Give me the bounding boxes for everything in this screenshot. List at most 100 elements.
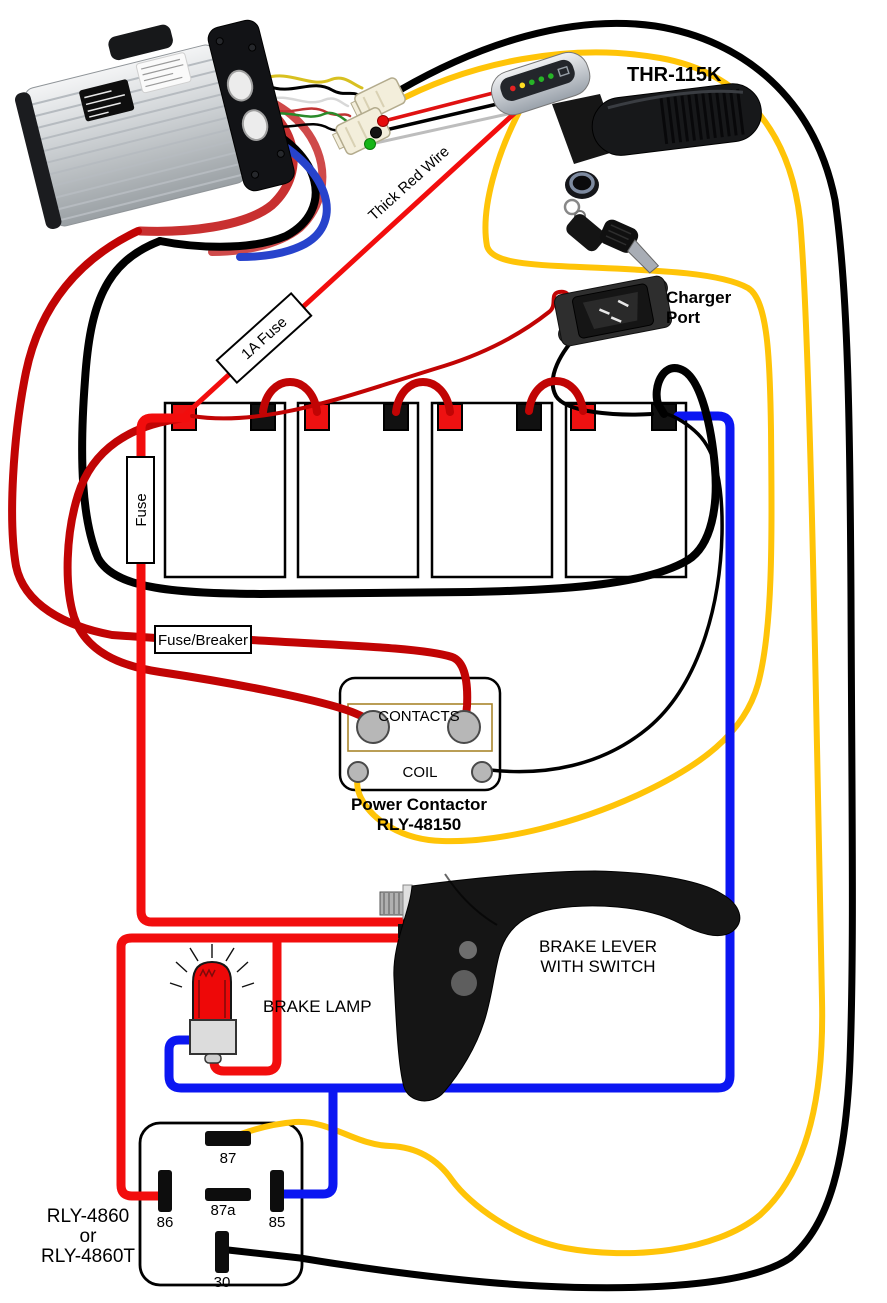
relay-pins: [158, 1131, 284, 1273]
battery-3: [430, 401, 554, 579]
wire-darkred-controller-to-contactor: [8, 227, 472, 720]
pin-dot-green: [364, 138, 376, 150]
controller-wire-blue: [236, 128, 331, 261]
wire-yellow-coil: [354, 107, 775, 845]
brake-lever-label-line1: BRAKE LEVER: [539, 937, 657, 956]
wire-red-battery-to-lever: [136, 413, 413, 927]
key-fob: [566, 214, 606, 252]
battery-jumpers: [259, 377, 587, 416]
throttle-model-label: THR-115K: [627, 64, 722, 86]
relay-pin-87-label: 87: [220, 1150, 237, 1167]
controller-grommet-2: [241, 109, 269, 141]
coil-terminal-right: [471, 761, 493, 783]
pin-dot-black: [370, 126, 382, 139]
relay-pin-85-label: 85: [269, 1214, 286, 1231]
throttle-grip: [591, 83, 762, 156]
led-panel: [500, 59, 575, 101]
wire-red-lamp-branch: [209, 933, 282, 1076]
relay-pin-87a-bar: [205, 1188, 251, 1201]
wire-darkred-charger: [190, 289, 577, 421]
lever-pivot-large: [451, 970, 477, 996]
contactor-name-line1: Power Contactor: [351, 795, 487, 814]
barrel-ribs: [383, 893, 400, 914]
lever-body: [393, 870, 741, 1102]
relay-pin-86-bar: [158, 1170, 172, 1212]
connector-pin-dots: [364, 115, 389, 150]
controller-black-sticker: [79, 79, 135, 122]
relay-pin-87a-label: 87a: [210, 1202, 236, 1219]
contactor-name-line2: RLY-48150: [377, 815, 461, 834]
wire-blue-main: [164, 411, 735, 1093]
controller-screws: [215, 37, 285, 179]
lever-crease: [444, 873, 498, 926]
motor-controller: [15, 19, 295, 230]
throttle-lead-black: [375, 100, 508, 134]
key: [599, 219, 660, 274]
wire-darkred-battery-to-contactor: [63, 414, 375, 726]
relay-pin-86-label: 86: [157, 1214, 174, 1231]
controller-end-plate: [207, 19, 295, 192]
brake-lever-label-line2: WITH SWITCH: [540, 957, 655, 976]
battery-1: [163, 401, 287, 579]
battery-bank: [163, 401, 688, 579]
controller-white-sticker: [135, 52, 192, 94]
ignition-ring: [569, 172, 595, 194]
relay-pin-30-bar: [215, 1231, 229, 1273]
relay-pin-30-label: 30: [214, 1274, 231, 1291]
fuse-inline: Fuse: [126, 456, 155, 564]
lamp-contact-tip: [204, 1053, 222, 1064]
controller-signal-wires: [264, 74, 364, 134]
wire-black-charger: [550, 328, 654, 417]
contacts-label: CONTACTS: [378, 708, 459, 725]
throttle-head: [491, 51, 591, 116]
throttle-lead-gray: [369, 111, 514, 146]
grip-ribs: [659, 88, 745, 145]
controller-left-cap: [15, 92, 62, 230]
throttle: [491, 51, 762, 274]
battery-icon: [557, 65, 570, 78]
relay-pin-85-bar: [270, 1170, 284, 1212]
battery-2: [296, 401, 420, 579]
charger-port: [553, 275, 673, 347]
relay-name-line3: RLY-4860T: [41, 1246, 135, 1267]
relay-box: [138, 1121, 304, 1287]
charger-pins: [598, 299, 629, 323]
wire-black-controller-to-battery: [78, 237, 720, 598]
controller-far-cap: [108, 24, 173, 61]
lamp-bulb: [192, 960, 232, 1021]
throttle-lead-red: [382, 89, 503, 123]
battery-4: [564, 401, 688, 579]
fuse-1a-inline: 1A Fuse: [215, 291, 313, 385]
wire-black-main-loop: [224, 19, 856, 1292]
battery-level-leds: [510, 73, 554, 92]
contacts-frame: [347, 703, 493, 752]
relay-pin-87-bar: [205, 1131, 251, 1146]
lamp-base: [189, 1019, 237, 1055]
relay-name-line1: RLY-4860: [47, 1206, 129, 1227]
charger-port-label-line1: Charger: [666, 288, 732, 307]
key-ring: [563, 198, 581, 216]
grip-highlight: [607, 89, 744, 110]
lever-pivot-small: [459, 941, 477, 959]
brake-lever: [379, 870, 741, 1102]
relay-name-line2: or: [80, 1226, 98, 1247]
charger-socket: [582, 291, 638, 329]
wire-black-coil: [488, 412, 724, 774]
wire-red-lever-to-relay: [116, 933, 413, 1201]
keys: [563, 198, 660, 274]
fuse-breaker-label: Fuse/Breaker: [158, 632, 248, 649]
contact-terminal-right: [447, 710, 481, 744]
wire-blue-relay-branch: [277, 1083, 338, 1199]
pin-dot-red: [377, 115, 389, 127]
coil-label: COIL: [402, 764, 437, 781]
charger-port-label-line2: Port: [666, 308, 700, 327]
fuse-breaker-inline: Fuse/Breaker: [154, 625, 252, 654]
controller-grommet-1: [226, 69, 254, 102]
lamp-rays: [169, 944, 255, 988]
brake-lamp: [169, 944, 255, 1064]
brake-lamp-label: BRAKE LAMP: [263, 997, 372, 1016]
sticker-text-lines: [84, 90, 126, 118]
fuse-label: Fuse: [133, 493, 150, 526]
